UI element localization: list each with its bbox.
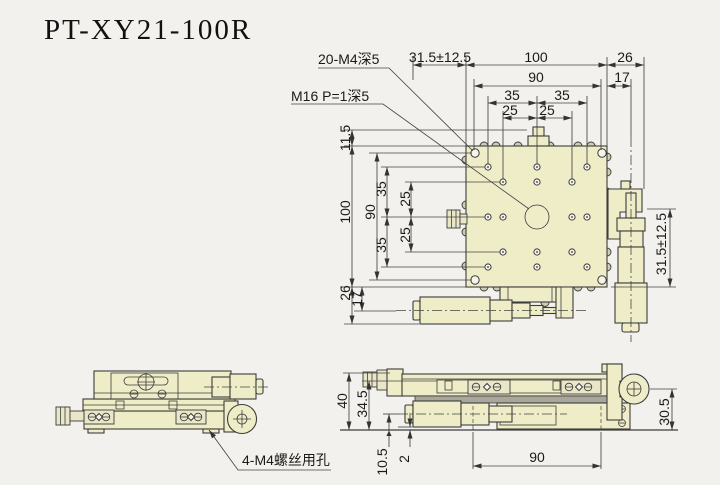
plan-dimension-lines	[291, 57, 676, 325]
callout-base-holes: 4-M4螺丝用孔	[242, 452, 330, 468]
dim-front-axis-height: 10.5	[374, 448, 390, 476]
y-axis-micrometer	[607, 137, 648, 342]
dim-plan-bolt-span: 90	[528, 69, 544, 85]
dim-plan-width: 100	[524, 49, 548, 65]
dim-front-knob-height: 30.5	[656, 398, 672, 426]
front-knob-bracket	[601, 363, 650, 421]
dim-front-clearance: 2	[396, 455, 412, 463]
front-view	[340, 363, 678, 432]
dim-front-total-height: 40	[334, 393, 350, 409]
dim-plan-height: 100	[337, 200, 353, 224]
part-number-title: PT-XY21-100R	[44, 14, 253, 46]
dim-plan-pitch25-bottom: 25	[397, 227, 413, 243]
plan-view	[396, 126, 648, 342]
x-axis-micrometer	[396, 286, 589, 325]
leader-m4-holes	[318, 67, 474, 152]
front-gib-plates	[444, 379, 602, 395]
dim-plan-pitch35-bottom: 35	[373, 237, 389, 253]
front-dimension-lines	[343, 372, 677, 469]
dim-plan-pitch35-right: 35	[554, 87, 570, 103]
dim-plan-pitch25-left: 25	[502, 102, 518, 118]
dim-plan-bolt-span-v: 90	[362, 204, 378, 220]
dim-plan-pitch35-top: 35	[373, 181, 389, 197]
dim-plan-pitch35-left: 35	[504, 87, 520, 103]
clamp-knob	[532, 126, 545, 137]
dim-plan-right-offset: 26	[617, 49, 633, 65]
dim-plan-bottom-axis: 17	[349, 291, 365, 307]
side-view	[55, 370, 331, 471]
corner-holes	[470, 148, 607, 285]
dim-plan-pitch25-top: 25	[397, 191, 413, 207]
side-lock-screw	[55, 406, 85, 426]
m16-center-hole	[524, 204, 550, 230]
side-knob-bracket	[223, 400, 258, 435]
dim-plan-knob-offset: 11.5	[337, 124, 353, 152]
leader-base-holes	[208, 429, 331, 471]
dim-plan-travel-top: 31.5±12.5	[408, 49, 472, 65]
dim-plan-axis-offset: 17	[614, 69, 630, 85]
dim-plan-travel-right: 31.5±12.5	[653, 212, 669, 276]
leader-m16	[291, 103, 530, 210]
clamp-knob-base	[527, 135, 550, 147]
dim-front-mount-span: 90	[529, 449, 545, 465]
side-micrometer	[204, 373, 268, 400]
callout-m4-holes: 20-M4深5	[318, 51, 380, 67]
dim-plan-pitch25-right: 25	[539, 102, 555, 118]
dim-front-stage-height: 34.5	[354, 390, 370, 418]
callout-m16-thread: M16 P=1深5	[291, 88, 370, 104]
left-clamp-screw	[446, 209, 468, 229]
